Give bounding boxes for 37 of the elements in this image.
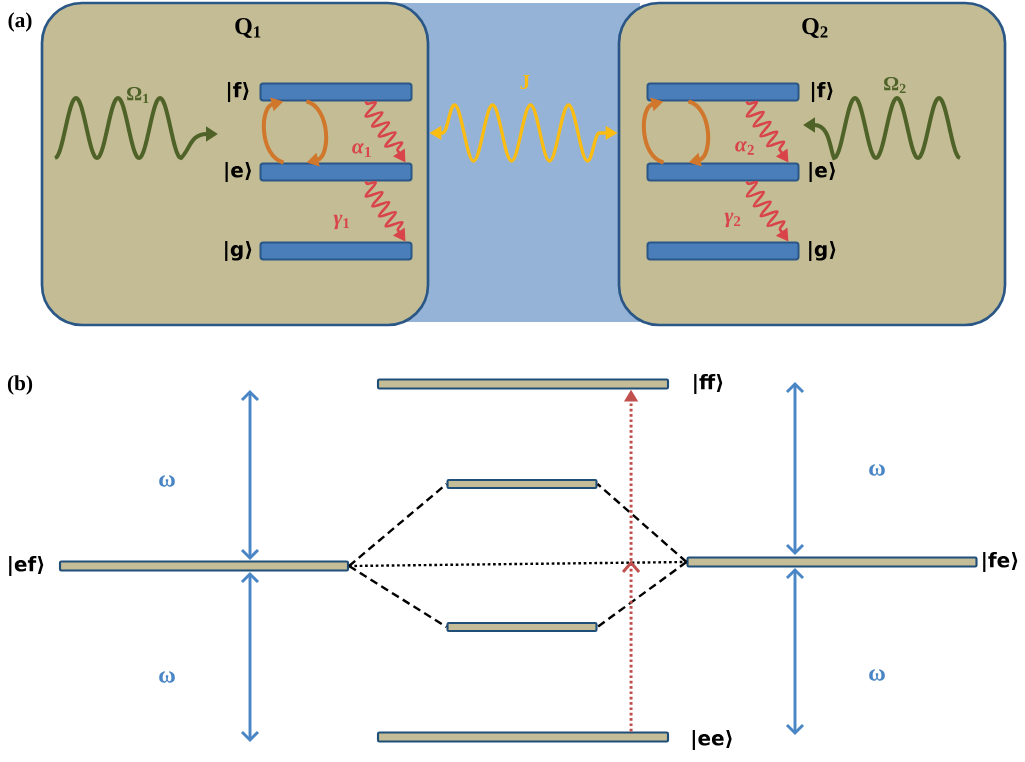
edge-label: J: [520, 74, 530, 90]
dashed-line: [348, 483, 448, 567]
cycle-arrow: [641, 97, 665, 165]
cycle-arrow: [687, 99, 711, 167]
panel-label: (a): [8, 12, 32, 32]
cycle-arrow: [261, 97, 285, 165]
cycle-arrow: [305, 99, 329, 167]
dashed-line: [596, 561, 688, 628]
ket-label: |e⟩: [225, 162, 251, 182]
edge-label: γ$_{2}$: [724, 212, 741, 228]
dashed-line: [596, 483, 688, 563]
dashed-line: [348, 564, 448, 628]
frequency-label: ω: [869, 669, 885, 681]
ket-label: |fe⟩: [983, 552, 1018, 572]
qubit-box: [617, 1, 1007, 327]
ket-label: |g⟩: [809, 241, 836, 261]
ket-label: |e⟩: [809, 162, 835, 182]
drive-label: Ω$_{1}$: [127, 86, 149, 104]
ket-label: |ef⟩: [9, 556, 44, 576]
qubit-box: [40, 1, 430, 327]
ket-label: |ee⟩: [692, 730, 732, 750]
ket-label: |f⟩: [811, 82, 833, 102]
edge-label: α$_{2}$: [735, 141, 754, 155]
frequency-label: ω: [159, 671, 175, 683]
box-title: Q$_{1}$: [235, 18, 261, 38]
frequency-label: ω: [159, 475, 175, 487]
frequency-label: ω: [869, 464, 885, 476]
ket-label: |g⟩: [225, 241, 252, 261]
edge-label: α$_{1}$: [352, 143, 371, 157]
energy-level-bar: [446, 478, 598, 490]
ket-label: |ff⟩: [694, 374, 723, 394]
box-title: Q$_{2}$: [802, 18, 828, 38]
energy-level-bar: [446, 621, 598, 633]
edge-label: γ$_{1}$: [333, 214, 350, 230]
drive-label: Ω$_{2}$: [884, 76, 906, 94]
panel-label: (b): [7, 375, 33, 395]
ket-label: |f⟩: [227, 82, 249, 102]
